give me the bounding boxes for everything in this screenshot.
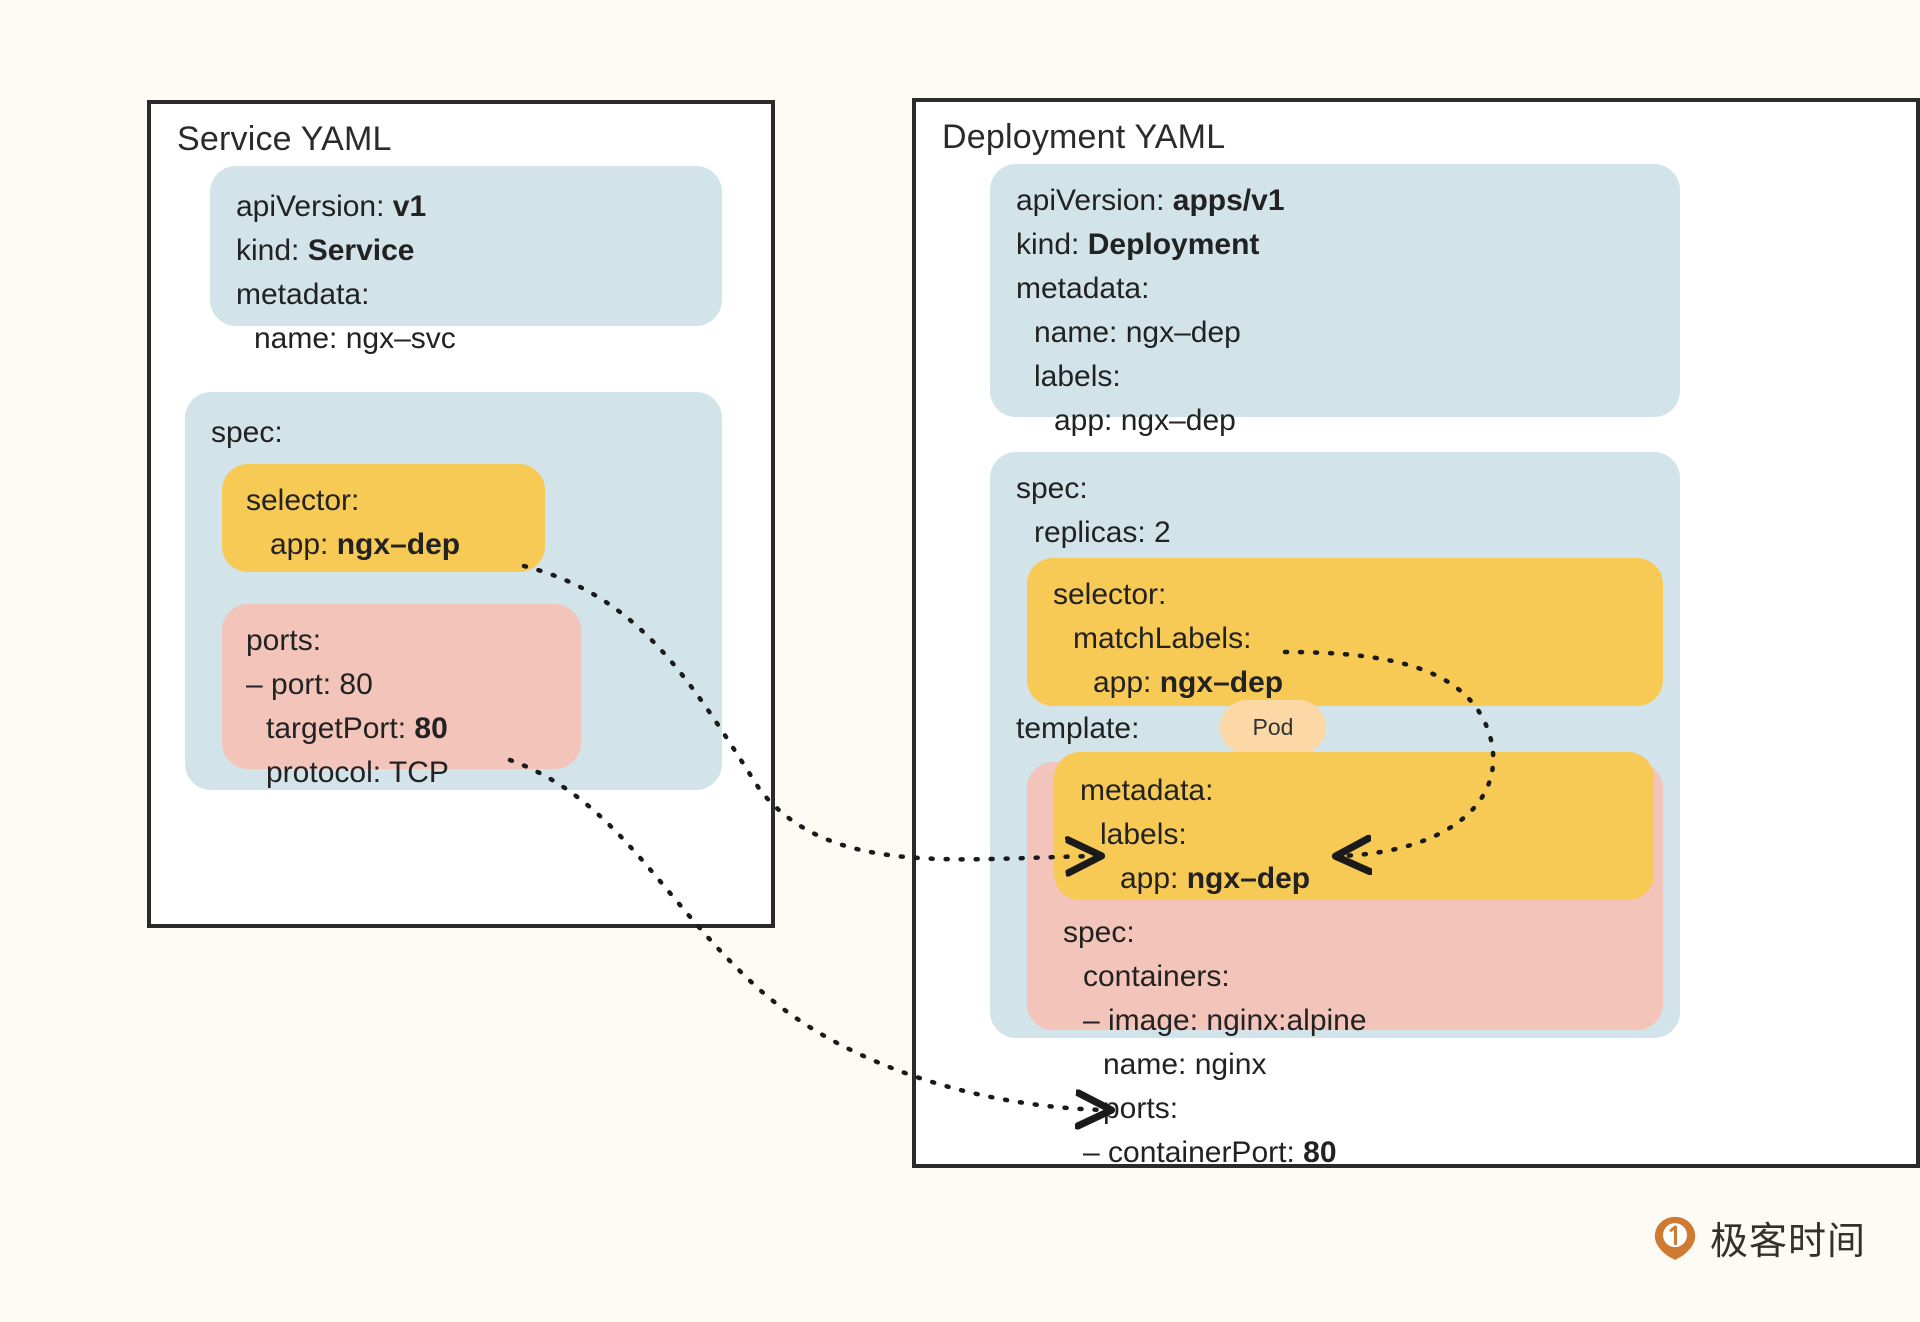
service-targetport-line: targetPort: 80 (266, 714, 448, 744)
deployment-metadata-app-label: app: (1054, 404, 1113, 437)
service-spec-label: spec: (211, 416, 283, 449)
pod-containerport-label: – containerPort: (1083, 1136, 1295, 1169)
deployment-kind-value: Deployment (1087, 228, 1260, 261)
pod-metadata-block: metadata: labels: app: ngx–dep (1054, 752, 1654, 900)
service-targetport-value: 80 (414, 712, 448, 745)
pod-container-name-line: name: nginx (1103, 1050, 1266, 1080)
service-ports-label: ports: (246, 624, 322, 657)
pod-container-name-value: nginx (1194, 1048, 1267, 1081)
pod-container-image-label: – image: (1083, 1004, 1199, 1037)
service-selector-app-label: app: (270, 528, 329, 561)
service-ports-block: ports: – port: 80 targetPort: 80 protoco… (222, 604, 581, 788)
deployment-metadata-labels-label: labels: (1034, 360, 1121, 393)
deployment-apiversion-value: apps/v1 (1172, 184, 1285, 217)
pod-labels-app-label: app: (1120, 862, 1179, 895)
service-metadata-name-label: name: (254, 322, 338, 355)
geektime-logo-icon (1652, 1215, 1698, 1261)
pod-containers-label: containers: (1083, 960, 1230, 993)
pod-badge-label: Pod (1252, 713, 1294, 740)
service-port-value: 80 (339, 668, 373, 701)
deployment-spec-block: spec: replicas: 2 selector: matchLabels:… (990, 452, 1680, 1168)
pod-metadata-label: metadata: (1080, 774, 1214, 807)
deployment-matchlabels-app-label: app: (1093, 666, 1152, 699)
deployment-metadata-app-value: ngx–dep (1120, 404, 1236, 437)
deployment-kind-line: kind: Deployment (1016, 230, 1259, 260)
service-targetport-label: targetPort: (266, 712, 407, 745)
service-apiversion-line: apiVersion: v1 (236, 192, 426, 222)
service-apiversion-label: apiVersion: (236, 190, 385, 223)
deployment-matchlabels-app-line: app: ngx–dep (1093, 668, 1283, 698)
deployment-selector-label: selector: (1053, 578, 1167, 611)
geektime-wordmark: 极客时间 (1710, 1219, 1867, 1263)
deployment-apiversion-label: apiVersion: (1016, 184, 1165, 217)
service-metadata-name-value: ngx–svc (345, 322, 456, 355)
service-selector-app-value: ngx–dep (336, 528, 461, 561)
service-port-line: – port: 80 (246, 670, 373, 700)
deployment-matchlabels-app-value: ngx–dep (1159, 666, 1284, 699)
deployment-yaml-panel: Deployment YAML apiVersion: apps/v1 kind… (912, 98, 1920, 1168)
deployment-spec-label: spec: (1016, 472, 1088, 505)
service-metadata-label: metadata: (236, 278, 370, 311)
deployment-replicas-line: replicas: 2 (1034, 516, 1171, 549)
pod-container-name-label: name: (1103, 1048, 1187, 1081)
service-metadata-name-line: name: ngx–svc (254, 324, 456, 354)
service-protocol-label: protocol: (266, 756, 382, 789)
geektime-logo: 极客时间 (1652, 1210, 1866, 1265)
service-selector-block: selector: app: ngx–dep (222, 464, 545, 572)
deployment-panel-title: Deployment YAML (942, 118, 1226, 156)
service-kind-value: Service (307, 234, 415, 267)
pod-labels-app-value: ngx–dep (1186, 862, 1311, 895)
pod-container-image-line: – image: nginx:alpine (1083, 1006, 1367, 1036)
service-panel-title: Service YAML (177, 120, 392, 158)
deployment-metadata-name-value: ngx–dep (1125, 316, 1241, 349)
pod-badge: Pod (1220, 700, 1326, 754)
deployment-metadata-label: metadata: (1016, 272, 1150, 305)
pod-container-image-value: nginx:alpine (1206, 1004, 1367, 1037)
pod-labels-label: labels: (1100, 818, 1187, 851)
deployment-matchlabels-label: matchLabels: (1073, 622, 1252, 655)
pod-container-ports-label: ports: (1103, 1092, 1179, 1125)
deployment-metadata-app-line: app: ngx–dep (1054, 406, 1236, 436)
deployment-selector-block: selector: matchLabels: app: ngx–dep (1027, 558, 1663, 706)
deployment-metadata-name-line: name: ngx–dep (1034, 318, 1241, 348)
service-kind-label: kind: (236, 234, 300, 267)
pod-template-block: metadata: labels: app: ngx–dep spec: con… (1027, 752, 1663, 1168)
service-kind-line: kind: Service (236, 236, 414, 266)
deployment-header-block: apiVersion: apps/v1 kind: Deployment met… (990, 164, 1680, 436)
deployment-kind-label: kind: (1016, 228, 1080, 261)
pod-containerport-line: – containerPort: 80 (1083, 1138, 1337, 1168)
service-apiversion-value: v1 (392, 190, 427, 223)
deployment-template-label: template: (1016, 712, 1140, 745)
pod-containerport-value: 80 (1303, 1136, 1337, 1169)
service-header-block: apiVersion: v1 kind: Service metadata: n… (210, 166, 722, 354)
service-port-label: – port: (246, 668, 332, 701)
deployment-apiversion-line: apiVersion: apps/v1 (1016, 186, 1285, 216)
service-selector-label: selector: (246, 484, 360, 517)
pod-spec-label: spec: (1063, 916, 1135, 949)
service-selector-app-line: app: ngx–dep (270, 530, 460, 560)
service-protocol-value: TCP (388, 756, 449, 789)
deployment-metadata-name-label: name: (1034, 316, 1118, 349)
pod-labels-app-line: app: ngx–dep (1120, 864, 1310, 894)
service-spec-block: spec: selector: app: ngx–dep ports: – po… (185, 392, 722, 790)
service-yaml-panel: Service YAML apiVersion: v1 kind: Servic… (147, 100, 775, 928)
service-protocol-line: protocol: TCP (266, 758, 449, 788)
